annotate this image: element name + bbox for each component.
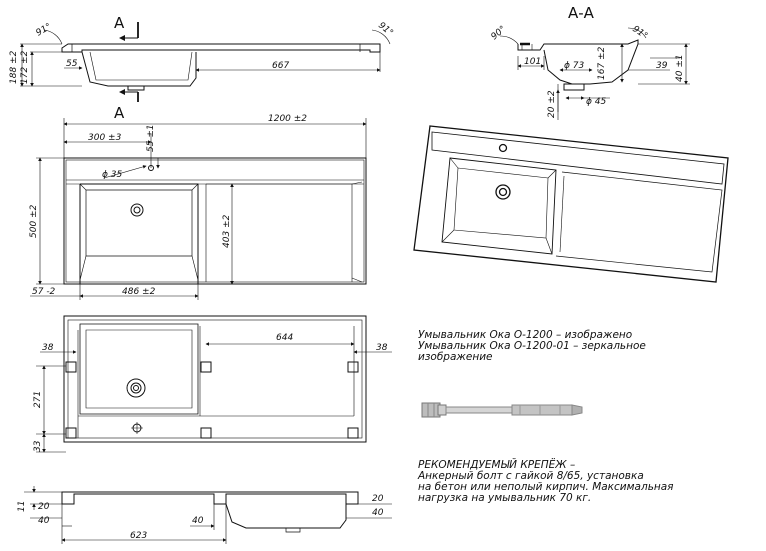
dim-101: 101 bbox=[524, 57, 541, 67]
mounting-note-line3: нагрузка на умывальник 70 кг. bbox=[418, 492, 592, 504]
mounting-note-line2: на бетон или неполый кирпич. Максимальна… bbox=[418, 481, 674, 493]
dim-side-40-left: 40 bbox=[38, 516, 50, 526]
dim-11: 11 bbox=[17, 501, 27, 512]
dim-33: 33 bbox=[33, 440, 43, 452]
section-marker-top: А bbox=[114, 14, 125, 32]
section-marker-bottom: А bbox=[114, 104, 125, 122]
dim-39: 39 bbox=[656, 61, 668, 71]
model-note-line1: Умывальник Ока О-1200 – изображено bbox=[418, 329, 633, 341]
isometric-view bbox=[413, 125, 729, 283]
dim-side-20-right: 20 bbox=[372, 494, 384, 504]
dim-271: 271 bbox=[33, 391, 43, 408]
model-note: Умывальник Ока О-1200 – изображено Умыва… bbox=[418, 330, 718, 363]
dim-aa-angle-left: 90° bbox=[490, 24, 509, 42]
dim-side-40-right: 40 bbox=[372, 508, 384, 518]
dim-20-2: 20 ±2 bbox=[547, 90, 557, 118]
dim-side-40-mid: 40 bbox=[192, 516, 204, 526]
dim-d73: ϕ 73 bbox=[564, 61, 585, 71]
model-note-line3: изображение bbox=[418, 351, 493, 363]
dim-d45: ϕ 45 bbox=[586, 97, 607, 107]
section-title-aa: А-А bbox=[568, 4, 595, 22]
section-aa-view bbox=[499, 27, 690, 120]
dim-188: 188 ±2 bbox=[9, 50, 19, 84]
bottom-view bbox=[36, 315, 392, 453]
mounting-note-title: РЕКОМЕНДУЕМЫЙ КРЕПЁЖ – bbox=[418, 459, 576, 471]
dim-d35: ϕ 35 bbox=[102, 170, 123, 180]
side-view bbox=[24, 486, 392, 544]
dim-38-left: 38 bbox=[42, 343, 54, 353]
dim-500: 500 ±2 bbox=[29, 204, 39, 238]
plan-view bbox=[30, 118, 367, 300]
top-view bbox=[20, 22, 391, 102]
dim-angle-left: 91° bbox=[35, 22, 54, 39]
dim-486: 486 ±2 bbox=[122, 287, 156, 297]
dim-38-right: 38 bbox=[376, 343, 388, 353]
dim-167: 167 ±2 bbox=[597, 46, 607, 80]
mounting-note: РЕКОМЕНДУЕМЫЙ КРЕПЁЖ – Анкерный болт с г… bbox=[418, 460, 718, 504]
dim-172: 172 ±2 bbox=[20, 50, 30, 84]
dim-side-20-left: 20 bbox=[38, 502, 50, 512]
dim-300: 300 ±3 bbox=[88, 133, 122, 143]
dim-403: 403 ±2 bbox=[222, 214, 232, 248]
dim-40-1: 40 ±1 bbox=[675, 54, 685, 82]
dim-aa-angle-right: 91° bbox=[630, 24, 649, 41]
anchor-bolt-image bbox=[421, 402, 583, 418]
dim-55: 55 bbox=[66, 59, 78, 69]
dim-667: 667 bbox=[272, 61, 289, 71]
dim-1200: 1200 ±2 bbox=[268, 114, 307, 124]
mounting-note-line1: Анкерный болт с гайкой 8/65, установка bbox=[418, 470, 644, 482]
dim-55-1: 55 ±1 bbox=[146, 124, 156, 152]
dim-angle-right: 91° bbox=[376, 21, 395, 39]
model-note-line2: Умывальник Ока О-1200-01 – зеркальное bbox=[418, 340, 646, 352]
dim-57: 57 -2 bbox=[32, 287, 56, 297]
dim-644: 644 bbox=[276, 333, 293, 343]
dim-623: 623 bbox=[130, 531, 147, 541]
